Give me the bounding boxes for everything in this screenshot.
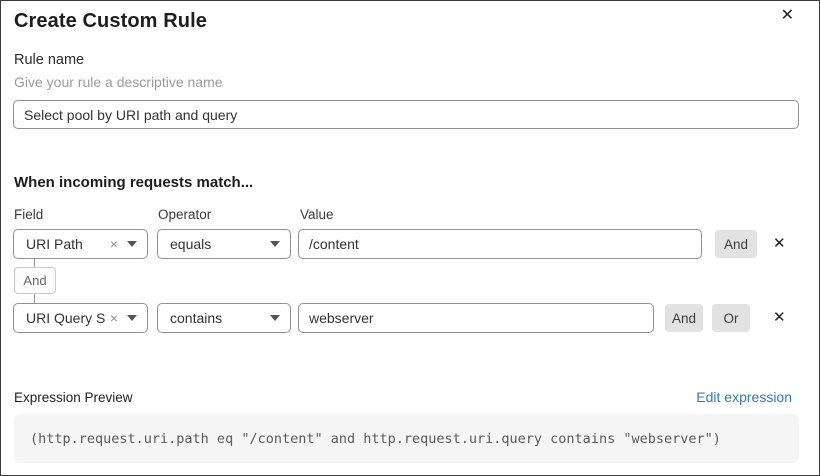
value-column-label: Value: [300, 207, 334, 222]
row1-remove-icon[interactable]: ✕: [773, 235, 786, 252]
row1-field-select[interactable]: URI Path ×: [13, 229, 148, 259]
row2-remove-icon[interactable]: ✕: [773, 309, 786, 326]
row1-value-input[interactable]: [298, 229, 702, 259]
clear-icon[interactable]: ×: [109, 236, 118, 252]
field-column-label: Field: [14, 207, 44, 222]
rule-name-input[interactable]: [13, 100, 799, 129]
row1-operator-select-value: equals: [170, 236, 212, 252]
rule-name-label: Rule name: [14, 52, 85, 68]
rule-name-hint: Give your rule a descriptive name: [14, 74, 223, 90]
expression-preview-label: Expression Preview: [14, 390, 133, 405]
chevron-down-icon[interactable]: [270, 241, 280, 247]
row2-value-input[interactable]: [298, 303, 654, 333]
connector-line-bottom: [34, 294, 35, 303]
expression-code: (http.request.uri.path eq "/content" and…: [30, 430, 721, 447]
row1-field-select-value: URI Path: [26, 236, 83, 252]
row2-field-select[interactable]: URI Query St... ×: [13, 303, 148, 333]
clear-icon[interactable]: ×: [109, 310, 118, 326]
chevron-down-icon[interactable]: [127, 315, 137, 321]
close-icon[interactable]: ✕: [780, 7, 794, 24]
row2-operator-select[interactable]: contains: [157, 303, 291, 333]
row2-or-button[interactable]: Or: [712, 304, 750, 332]
operator-column-label: Operator: [158, 207, 212, 222]
connector-line-top: [34, 259, 35, 267]
row2-operator-select-value: contains: [170, 310, 223, 326]
row2-and-button[interactable]: And: [665, 304, 703, 332]
match-section-heading: When incoming requests match...: [14, 174, 254, 191]
dialog-title: Create Custom Rule: [14, 10, 207, 32]
row1-and-button[interactable]: And: [715, 230, 757, 258]
row1-operator-select[interactable]: equals: [157, 229, 291, 259]
and-connector-badge: And: [14, 267, 56, 294]
expression-preview-box: (http.request.uri.path eq "/content" and…: [14, 414, 799, 463]
row2-field-select-value: URI Query St...: [26, 310, 106, 326]
edit-expression-link[interactable]: Edit expression: [696, 389, 792, 405]
chevron-down-icon[interactable]: [127, 241, 137, 247]
chevron-down-icon[interactable]: [270, 315, 280, 321]
